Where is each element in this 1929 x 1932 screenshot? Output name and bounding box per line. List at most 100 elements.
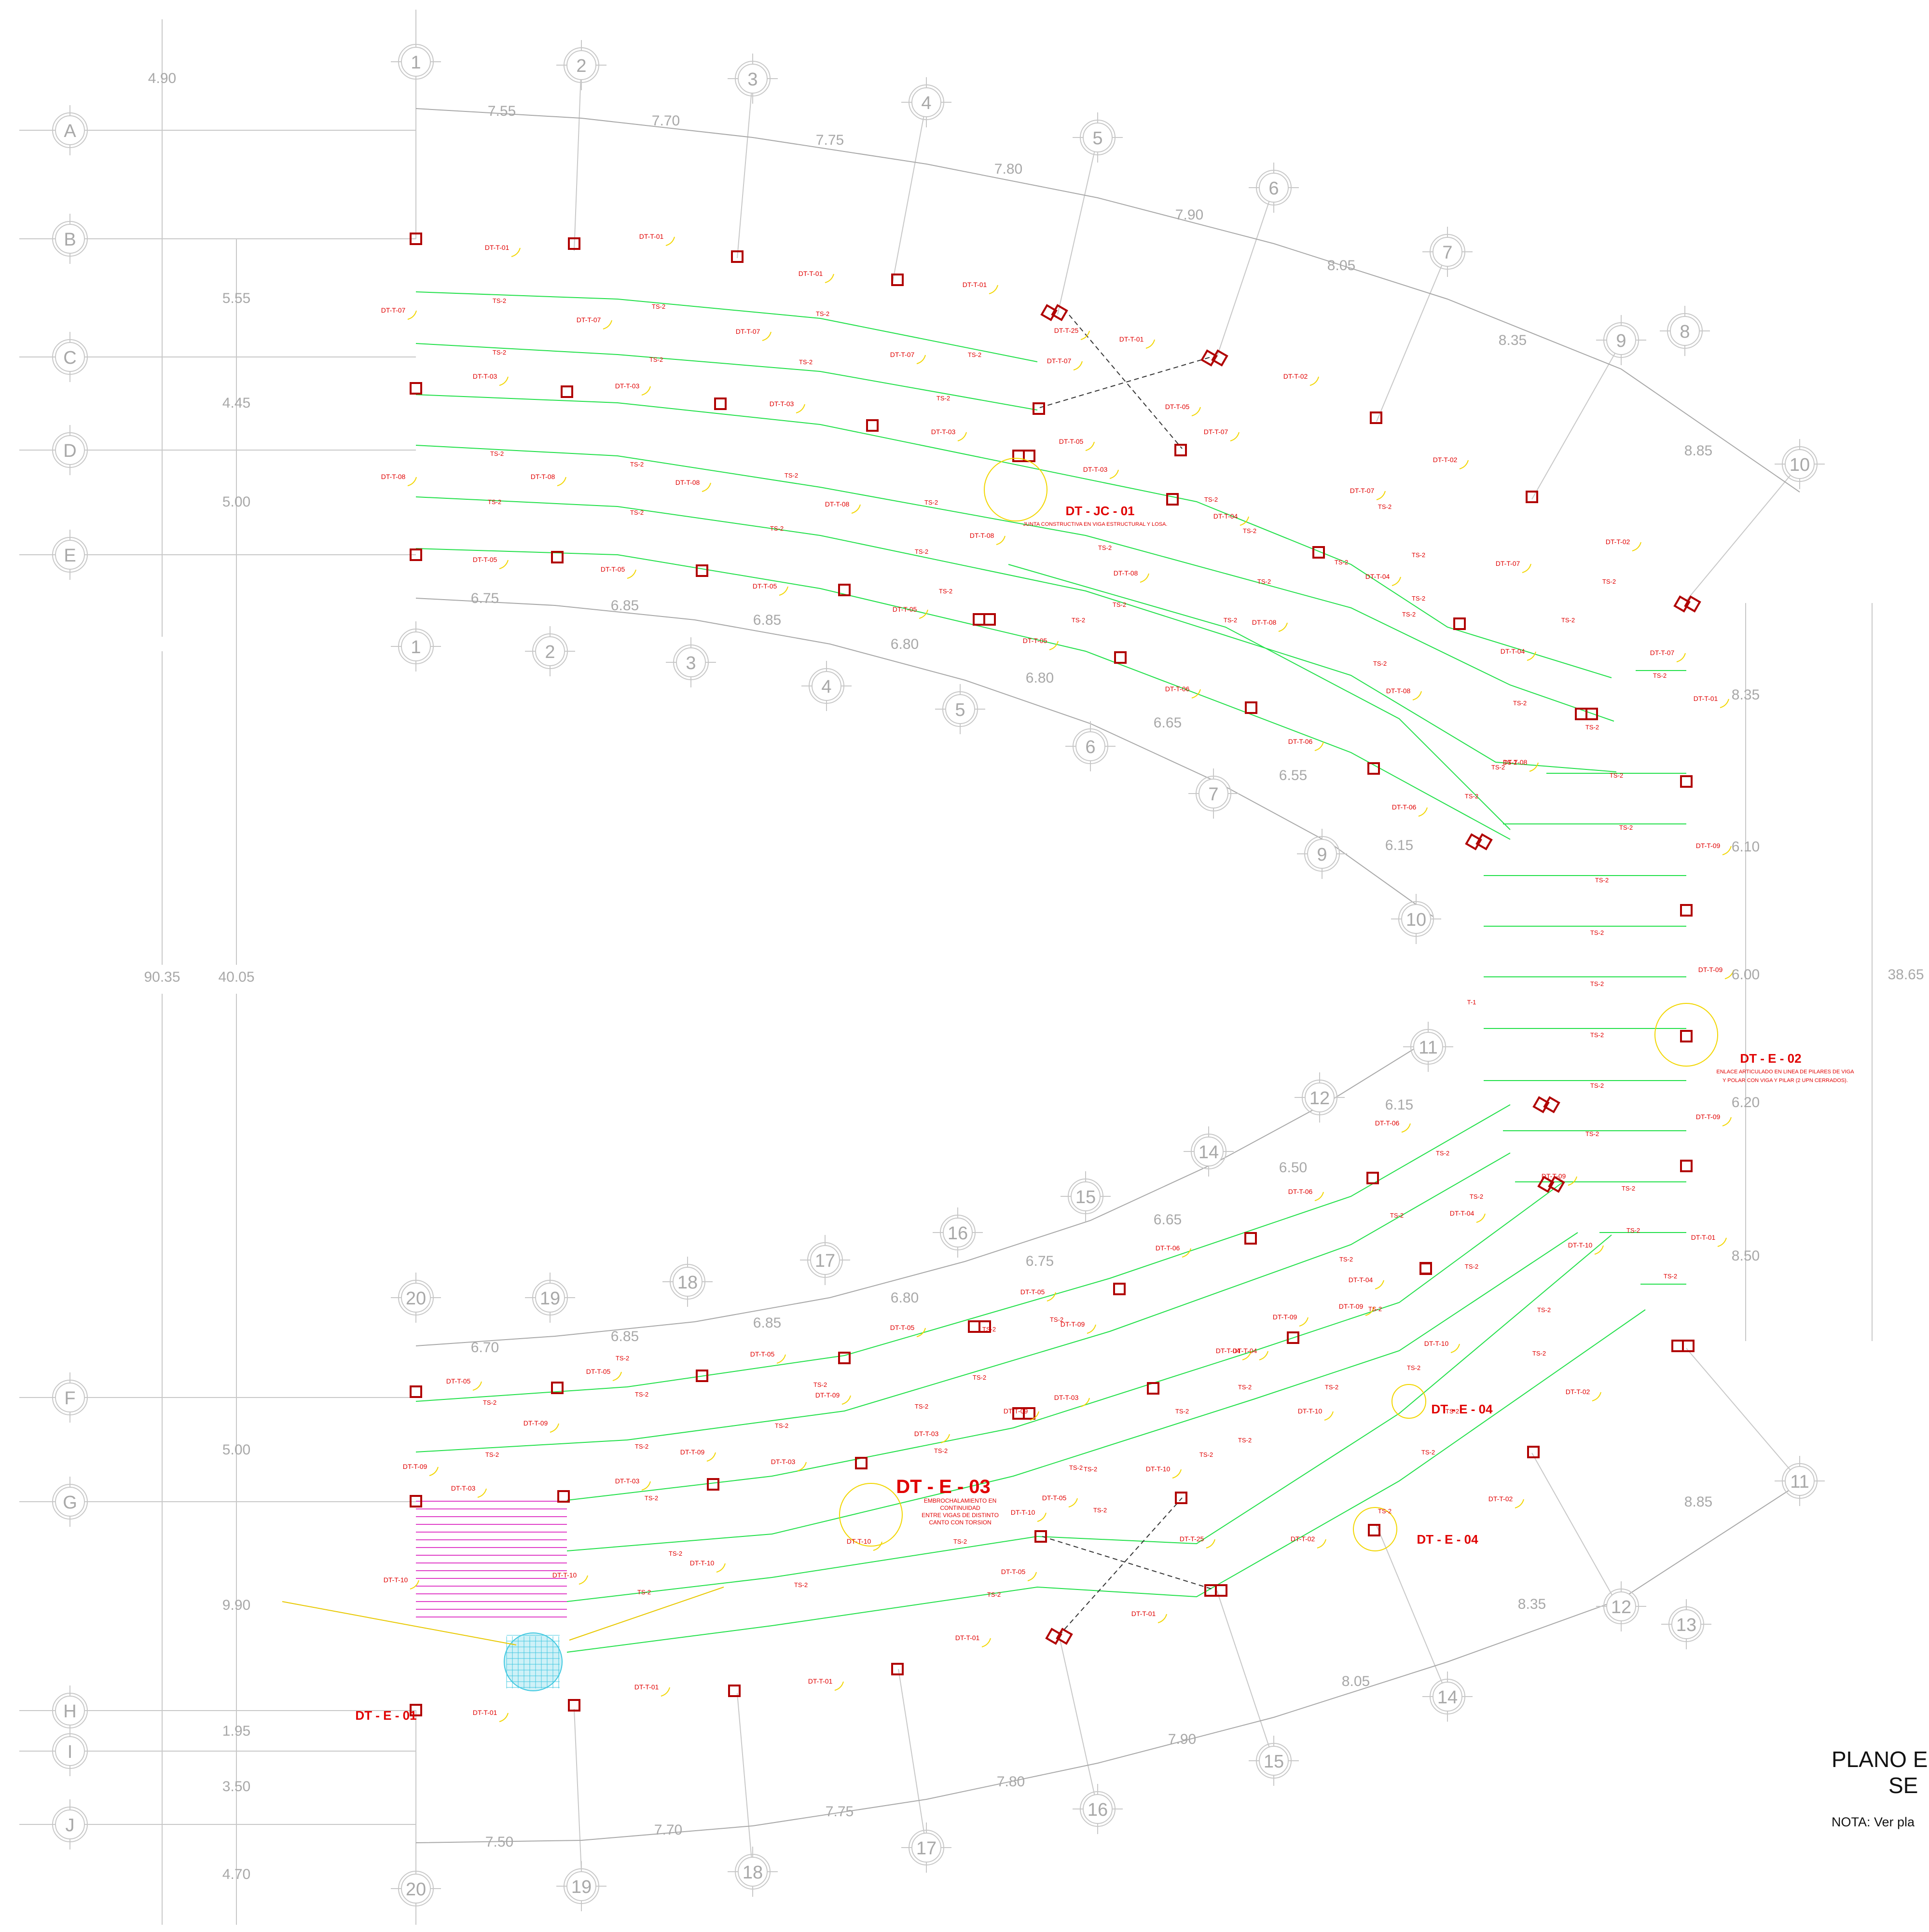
dimension-label: 6.80 — [891, 636, 919, 652]
bubble-inner — [55, 115, 85, 145]
joist-label: TS-2 — [616, 1355, 629, 1362]
tag-leader — [1259, 1351, 1268, 1360]
bubble-outer — [532, 633, 568, 669]
tag-leader — [796, 404, 805, 413]
pillar — [1211, 349, 1228, 367]
grid-bubble: 3 — [666, 637, 716, 687]
dimension-label: 38.65 — [1888, 967, 1924, 983]
detail-tag: DT-T-06 — [1288, 738, 1313, 745]
joist-label: TS-2 — [1561, 617, 1575, 624]
tag-leader — [706, 1452, 716, 1462]
bubble-outer — [1668, 1606, 1704, 1642]
grid-bubble-label: A — [64, 121, 76, 141]
bubble-outer — [398, 1280, 434, 1315]
joist-label: TS-2 — [1084, 1466, 1097, 1473]
pillar — [838, 584, 851, 596]
dimension-label: 7.55 — [488, 103, 516, 119]
detail-tag: DT-T-05 — [893, 605, 917, 613]
detail-tag: DT-T-10 — [1568, 1241, 1593, 1249]
bubble-outer — [52, 537, 88, 573]
dimension-label: 6.75 — [471, 590, 499, 606]
joist-label: TS-2 — [934, 1447, 948, 1454]
joist-label: TS-2 — [490, 450, 504, 457]
bubble-inner — [1785, 1466, 1815, 1496]
detail-tag: DT-T-02 — [1433, 456, 1458, 464]
joist-label: TS-2 — [1335, 559, 1348, 566]
detail-tag: DT-T-03 — [770, 400, 794, 408]
pillar — [1056, 1628, 1073, 1645]
grid-line-radial — [1376, 251, 1448, 422]
bubble-outer — [564, 1868, 599, 1904]
bubble-inner — [945, 694, 975, 724]
detail-tag: DT-T-08 — [970, 532, 994, 539]
grid-bubble-label: E — [64, 546, 76, 566]
bubble-outer — [1191, 1134, 1226, 1169]
detail-tag: DT-T-01 — [485, 244, 510, 251]
joist-line — [415, 445, 1614, 722]
tag-leader — [702, 482, 711, 492]
detail-code: DT - E - 02 — [1740, 1051, 1801, 1066]
pillar — [1526, 491, 1538, 503]
detail-tag: DT-T-09 — [524, 1419, 548, 1427]
pillar — [557, 1490, 570, 1503]
bubble-outer — [909, 1830, 944, 1865]
bubble-inner — [1670, 316, 1700, 346]
tag-leader — [1191, 689, 1201, 699]
pillar — [728, 1685, 741, 1697]
detail-tag: DT-T-09 — [1696, 842, 1721, 850]
joist-label: TS-2 — [987, 1591, 1001, 1598]
detail-tag: DT-T-01 — [634, 1683, 659, 1691]
dimension-label: 6.80 — [1026, 670, 1054, 686]
tag-leader — [1240, 516, 1249, 526]
grid-bubble: 10 — [1775, 439, 1825, 489]
bubble-inner — [738, 1857, 768, 1887]
pillar — [1680, 775, 1693, 788]
joist-line — [415, 1152, 1511, 1452]
detail-tag: DT-T-08 — [1252, 618, 1277, 626]
tag-leader — [916, 355, 926, 364]
detail-tag: DT-T-01 — [473, 1709, 497, 1716]
tag-leader — [1073, 361, 1083, 370]
grid-bubble-label: 4 — [821, 677, 831, 697]
grid-bubble: 12 — [1596, 1581, 1646, 1631]
tag-leader — [1037, 1512, 1047, 1522]
dimension-label: 7.80 — [997, 1774, 1025, 1790]
grid-bubble-label: 11 — [1419, 1038, 1437, 1058]
joist-label: TS-2 — [1238, 1437, 1252, 1444]
grid-bubble-label: 6 — [1268, 178, 1279, 199]
bubble-outer — [52, 1733, 88, 1769]
detail-code: DT - E - 03 — [896, 1476, 991, 1497]
bubble-outer — [673, 644, 709, 680]
pillars — [410, 233, 1701, 1716]
detail-desc: CANTO CON TORSION — [929, 1519, 991, 1526]
bubble-outer — [809, 668, 844, 704]
joist-label: TS-2 — [1373, 660, 1387, 667]
joist-label: TS-2 — [924, 499, 938, 506]
pillar — [968, 1320, 980, 1333]
grid-bubble-label: J — [66, 1815, 75, 1836]
detail-tag: DT-T-01 — [1131, 1610, 1156, 1617]
tag-leader — [1522, 563, 1531, 573]
joist-label: TS-2 — [953, 1538, 967, 1545]
joist-label: TS-2 — [630, 509, 644, 516]
grid-bubble: 12 — [1295, 1072, 1345, 1123]
joist-label: TS-2 — [937, 395, 950, 402]
joist-label: TS-2 — [1585, 724, 1599, 731]
tag-leader — [1278, 622, 1288, 632]
bubble-inner — [1083, 1794, 1113, 1824]
bubble-outer — [564, 47, 599, 83]
bubble-outer — [1603, 322, 1639, 358]
joist-label: TS-2 — [1093, 1507, 1107, 1514]
joist-label: TS-2 — [1465, 793, 1478, 800]
bubble-inner — [1194, 1137, 1224, 1166]
detail-tag: DT-T-03 — [1083, 466, 1108, 473]
dimension-label: 4.45 — [222, 395, 250, 411]
detail-tag: DT-T-05 — [446, 1377, 471, 1385]
joist-line — [415, 1104, 1511, 1402]
dimension-label: 6.55 — [1279, 767, 1307, 783]
joist-label: TS-2 — [1491, 764, 1505, 771]
dashed-lines — [1039, 308, 1214, 1636]
tag-leader — [641, 386, 651, 396]
detail-tag: DT-T-06 — [1156, 1244, 1180, 1252]
bubble-outer — [1410, 1029, 1446, 1065]
